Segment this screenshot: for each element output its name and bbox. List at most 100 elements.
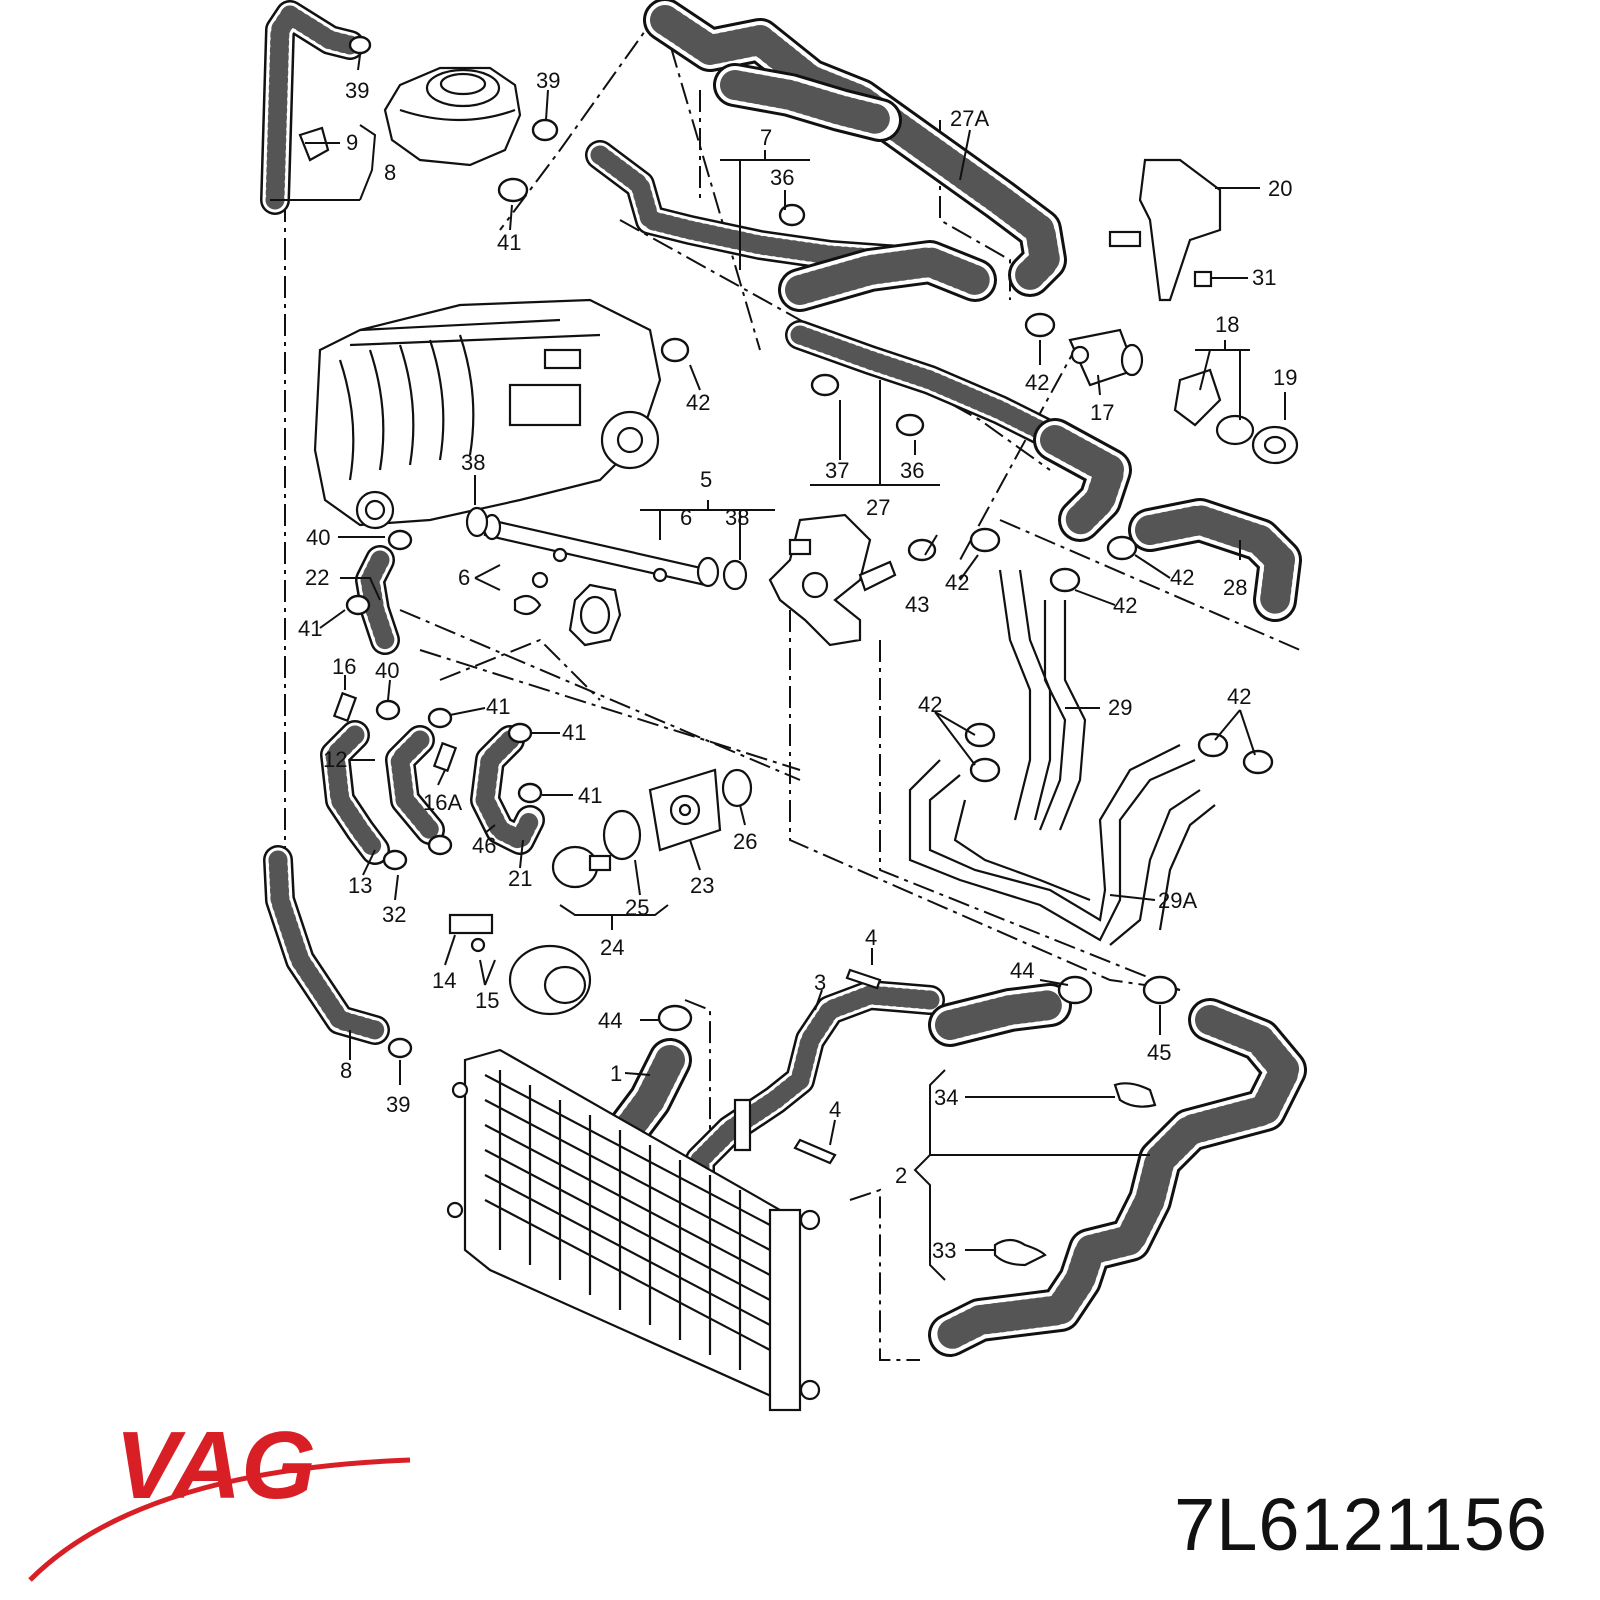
callout-36: 36 xyxy=(900,458,924,483)
valve-14 xyxy=(448,913,592,1016)
callout-42: 42 xyxy=(686,390,710,415)
callout-41: 41 xyxy=(298,616,322,641)
callout-33: 33 xyxy=(932,1238,956,1263)
callout-42: 42 xyxy=(918,692,942,717)
callout-42: 42 xyxy=(945,570,969,595)
callout-29a: 29A xyxy=(1158,888,1197,913)
hose-27a xyxy=(643,0,1067,297)
callout-8: 8 xyxy=(384,160,396,185)
callout-43: 43 xyxy=(905,592,929,617)
callout-32: 32 xyxy=(382,902,406,927)
callout-36: 36 xyxy=(770,165,794,190)
callout-20: 20 xyxy=(1268,176,1292,201)
callout-44: 44 xyxy=(598,1008,622,1033)
callout-3: 3 xyxy=(814,970,826,995)
callout-8: 8 xyxy=(340,1058,352,1083)
pump-18 xyxy=(1173,368,1299,465)
callout-46: 46 xyxy=(472,833,496,858)
callout-18: 18 xyxy=(1215,312,1239,337)
connector-16a xyxy=(432,741,458,773)
heater-valve-17 xyxy=(1068,328,1144,387)
o-ring-26 xyxy=(721,768,753,808)
callout-labels: 39 39 9 8 41 7 36 27A 20 31 18 19 17 42 … xyxy=(298,68,1297,1263)
callout-39: 39 xyxy=(345,78,369,103)
callout-39: 39 xyxy=(536,68,560,93)
radiator xyxy=(446,1048,821,1412)
clip-33 xyxy=(993,1238,1047,1267)
part-number: 7L6121156 xyxy=(1174,1483,1548,1566)
callout-23: 23 xyxy=(690,873,714,898)
o-ring-25 xyxy=(602,809,642,861)
hose-7 xyxy=(585,140,997,312)
callout-28: 28 xyxy=(1223,575,1247,600)
logo-swoosh xyxy=(28,1457,411,1582)
hose-clamps xyxy=(345,35,1274,1059)
o-ring-38a xyxy=(465,506,489,538)
callout-42: 42 xyxy=(1170,565,1194,590)
callout-44: 44 xyxy=(1010,958,1034,983)
callout-40: 40 xyxy=(375,658,399,683)
callout-37: 37 xyxy=(825,458,849,483)
gasket-6 xyxy=(513,571,622,647)
hose-8-upper xyxy=(260,0,365,215)
callout-41: 41 xyxy=(562,720,586,745)
callout-2: 2 xyxy=(895,1163,907,1188)
logo-text: VAG xyxy=(115,1412,316,1519)
thermostat-housing xyxy=(768,513,897,647)
bracket-4 xyxy=(733,968,882,1165)
callout-5: 5 xyxy=(700,467,712,492)
callout-42: 42 xyxy=(1113,593,1137,618)
callout-42: 42 xyxy=(1025,370,1049,395)
components xyxy=(298,66,1299,1412)
callout-12: 12 xyxy=(323,747,347,772)
callout-25: 25 xyxy=(625,895,649,920)
callout-41: 41 xyxy=(497,230,521,255)
coolant-pipe-5 xyxy=(482,513,720,588)
callout-7: 7 xyxy=(760,125,772,150)
callout-27: 27 xyxy=(866,495,890,520)
callout-leaders xyxy=(270,54,1286,1281)
hose-27 xyxy=(785,320,1132,542)
hose-12 xyxy=(320,720,390,865)
callout-4: 4 xyxy=(829,1097,841,1122)
hose-16a-path xyxy=(385,725,445,845)
callout-19: 19 xyxy=(1273,365,1297,390)
callout-14: 14 xyxy=(432,968,456,993)
callout-45: 45 xyxy=(1147,1040,1171,1065)
bracket-20 xyxy=(1108,158,1222,302)
engine-block xyxy=(313,298,662,530)
callout-1: 1 xyxy=(610,1061,622,1086)
callout-38: 38 xyxy=(461,450,485,475)
callout-13: 13 xyxy=(348,873,372,898)
hose-46 xyxy=(470,725,545,855)
assembly-leader-lines xyxy=(284,9,1301,1361)
hose-22 xyxy=(355,545,400,655)
callout-16a: 16A xyxy=(423,790,462,815)
vag-logo: VAG xyxy=(28,1412,411,1582)
callout-17: 17 xyxy=(1090,400,1114,425)
callout-39: 39 xyxy=(386,1092,410,1117)
oil-cooler-23 xyxy=(648,768,722,852)
callout-40: 40 xyxy=(306,525,330,550)
callout-38: 38 xyxy=(725,505,749,530)
part-24 xyxy=(551,845,612,889)
clip-34 xyxy=(1113,1082,1157,1108)
callout-15: 15 xyxy=(475,988,499,1013)
callout-21: 21 xyxy=(508,866,532,891)
callout-34: 34 xyxy=(934,1085,958,1110)
callout-22: 22 xyxy=(305,565,329,590)
hose-28 xyxy=(1128,498,1302,622)
callout-26: 26 xyxy=(733,829,757,854)
callout-31: 31 xyxy=(1252,265,1276,290)
o-ring-38b xyxy=(722,559,748,591)
hose-3 xyxy=(685,980,1072,1200)
callout-16: 16 xyxy=(332,654,356,679)
hose-8-lower xyxy=(263,845,390,1045)
callout-41: 41 xyxy=(486,694,510,719)
callout-29: 29 xyxy=(1108,695,1132,720)
callout-9: 9 xyxy=(346,130,358,155)
callout-6: 6 xyxy=(458,565,470,590)
hose-2 xyxy=(928,998,1307,1357)
